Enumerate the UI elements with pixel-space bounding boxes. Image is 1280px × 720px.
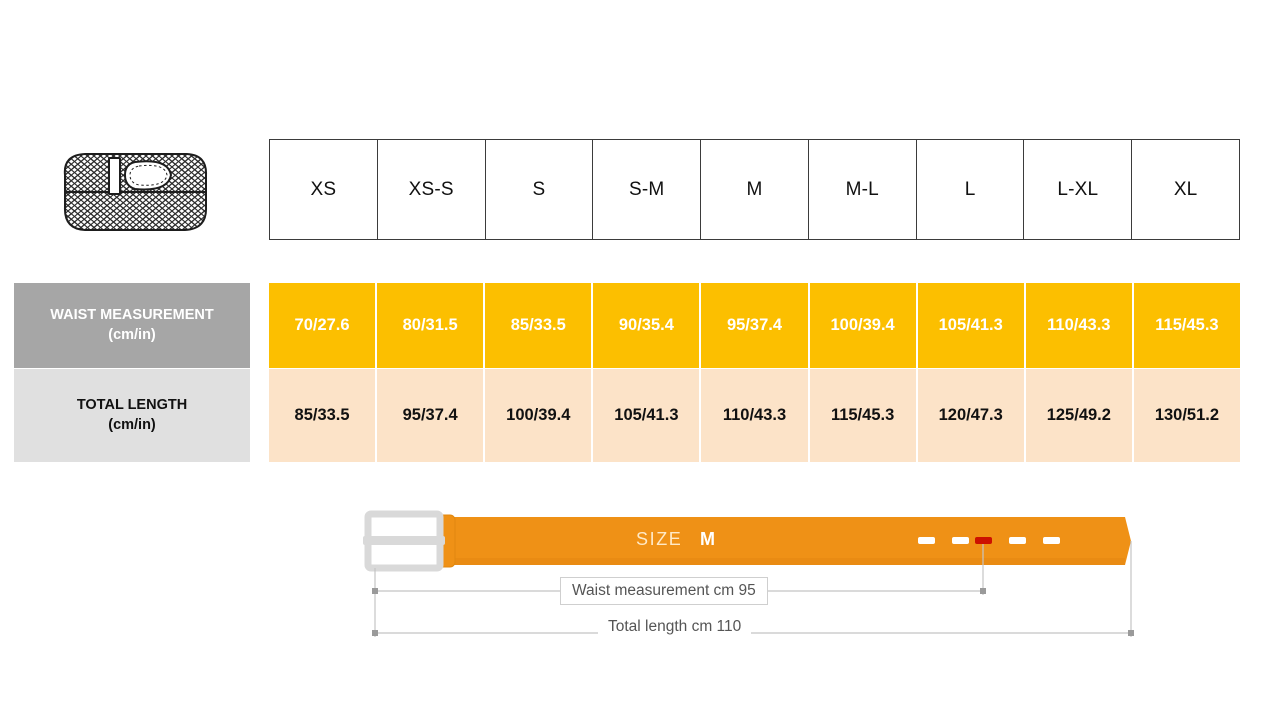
table-cell: 110/43.3 (701, 369, 810, 462)
label-cells-gap (250, 283, 269, 368)
belt-hole (918, 537, 935, 544)
table-cell: 85/33.5 (485, 283, 594, 368)
row-label-line1: WAIST MEASUREMENT (50, 306, 214, 323)
table-cell: 125/49.2 (1025, 369, 1134, 462)
waist-measurement-label: WAIST MEASUREMENT (cm/in) (14, 283, 250, 368)
belt-hole (1009, 537, 1026, 544)
table-cell: 105/41.3 (593, 369, 702, 462)
total-length-cells: 85/33.5 95/37.4 100/39.4 105/41.3 110/43… (269, 369, 1240, 462)
table-cell: 100/39.4 (809, 283, 918, 368)
size-header-cell: XS (270, 140, 378, 239)
size-header-cell: S-M (593, 140, 702, 239)
table-cell: 95/37.4 (701, 283, 810, 368)
total-length-row: TOTAL LENGTH (cm/in) 85/33.5 95/37.4 100… (14, 369, 1240, 462)
belt-hole-active (975, 537, 992, 544)
size-header-cell: XL (1173, 178, 1198, 200)
size-header-cell: L-XL (1024, 140, 1133, 239)
table-cell: 90/35.4 (593, 283, 702, 368)
table-cell: 70/27.6 (269, 283, 378, 368)
row-label-line2: (cm/in) (108, 326, 156, 343)
buckle-prong-bar (363, 536, 445, 545)
waist-measurement-row: WAIST MEASUREMENT (cm/in) 70/27.6 80/31.… (14, 283, 1240, 368)
waist-measurement-cells: 70/27.6 80/31.5 85/33.5 90/35.4 95/37.4 … (269, 283, 1240, 368)
belt-hole (952, 537, 969, 544)
size-header-table: XS XS-S S S-M M M-L L L-XL XL (269, 139, 1240, 240)
size-header-cell: M-L (809, 140, 917, 239)
table-cell: 130/51.2 (1133, 369, 1240, 462)
belt-strap (438, 517, 1131, 565)
table-cell: 100/39.4 (485, 369, 594, 462)
belt-size-value: M (700, 529, 715, 549)
table-cell: 95/37.4 (377, 369, 486, 462)
waist-dimension-label: Waist measurement cm 95 (560, 577, 768, 605)
table-cell: 120/47.3 (917, 369, 1026, 462)
size-header-cell: L (917, 140, 1025, 239)
size-header-cell: M (701, 140, 809, 239)
braided-belt-illustration-icon (55, 145, 215, 240)
table-cell: 105/41.3 (917, 283, 1026, 368)
total-length-dimension-label: Total length cm 110 (598, 618, 752, 636)
total-length-label: TOTAL LENGTH (cm/in) (14, 369, 250, 462)
table-cell: 115/45.3 (809, 369, 918, 462)
table-cell: 80/31.5 (377, 283, 486, 368)
belt-size-label: SIZE (636, 529, 683, 549)
row-label-line1: TOTAL LENGTH (76, 396, 188, 413)
table-cell: 110/43.3 (1025, 283, 1134, 368)
table-cell: 115/45.3 (1133, 283, 1240, 368)
table-cell: 85/33.5 (269, 369, 378, 462)
label-cells-gap (250, 369, 269, 462)
row-label-line2: (cm/in) (108, 416, 156, 433)
size-header-cell: S (486, 140, 594, 239)
size-header-cell: XS-S (378, 140, 486, 239)
belt-hole (1043, 537, 1060, 544)
